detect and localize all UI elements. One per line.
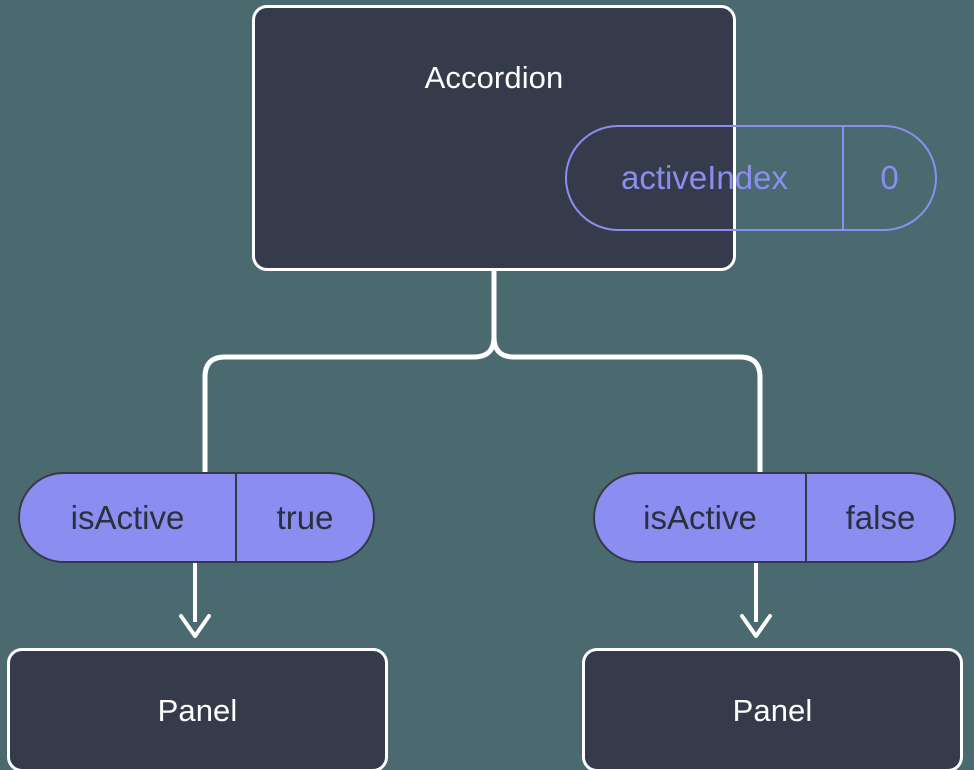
accordion-title: Accordion: [424, 60, 564, 95]
prop-pill-is-active-false[interactable]: isActive false: [593, 472, 956, 563]
prop-pill-is-active-false-key: isActive: [643, 498, 757, 536]
arrowhead-right-panel: [740, 614, 772, 638]
prop-pill-is-active-true-key: isActive: [70, 498, 185, 536]
panel-right-title: Panel: [732, 693, 813, 728]
prop-pill-is-active-true-value: true: [235, 474, 373, 561]
prop-pill-is-active-true[interactable]: isActive true: [18, 472, 375, 563]
prop-pill-is-active-false-value: false: [805, 474, 954, 561]
arrowhead-left-panel: [179, 614, 211, 638]
state-pill-active-index-key: activeIndex: [621, 159, 788, 196]
edge-accordion-to-is-active-true: [202, 268, 497, 475]
panel-component-node-right[interactable]: Panel: [582, 648, 963, 770]
panel-component-node-left[interactable]: Panel: [7, 648, 388, 770]
accordion-component-node[interactable]: Accordion activeIndex 0: [252, 5, 937, 271]
state-pill-active-index[interactable]: activeIndex 0: [565, 125, 937, 231]
panel-left-title: Panel: [157, 693, 238, 728]
state-pill-active-index-value: 0: [842, 127, 935, 229]
edge-accordion-to-is-active-false: [491, 268, 763, 475]
